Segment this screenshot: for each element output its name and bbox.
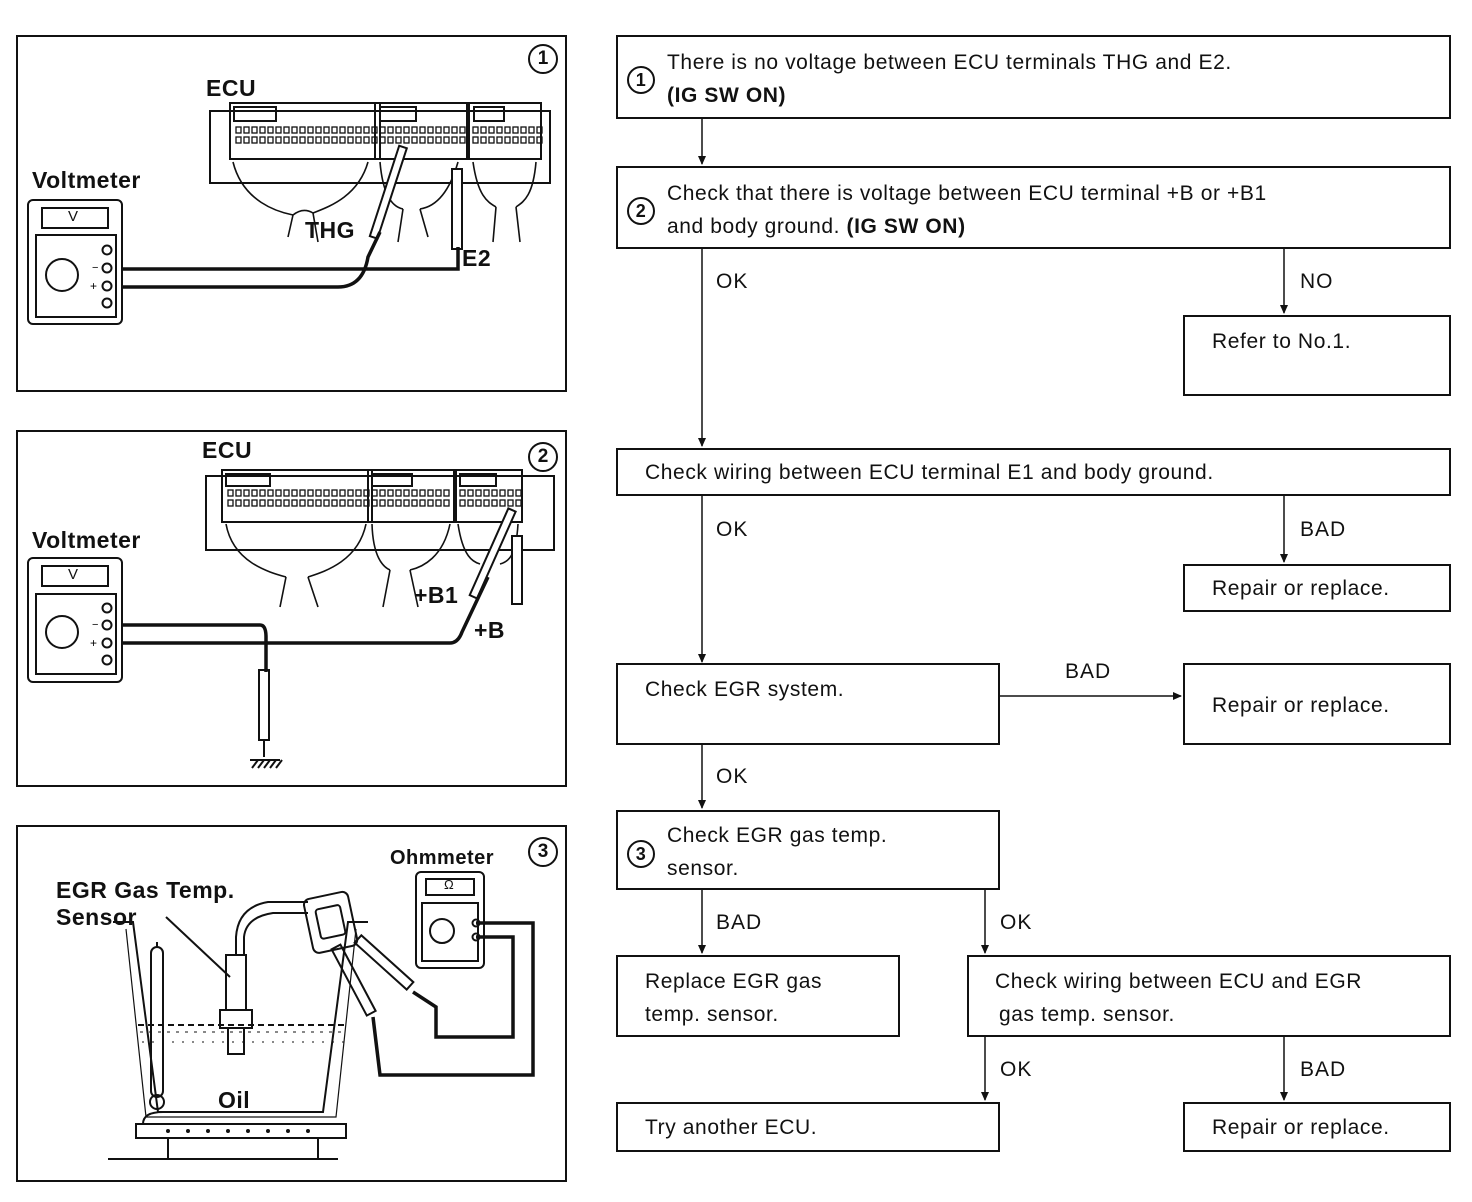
refer-box: Refer to No.1. <box>1183 315 1451 396</box>
repair-box-1: Repair or replace. <box>1183 564 1451 612</box>
no-label: NO <box>1300 270 1334 293</box>
panel-number-2: 2 <box>528 442 558 472</box>
meter-face-label: V <box>68 566 79 583</box>
bad-label: BAD <box>1300 518 1347 541</box>
svg-text:−: − <box>92 262 98 274</box>
wiring-egr-line2: gas temp. sensor. <box>999 1003 1175 1026</box>
sensor-label-line1: EGR Gas Temp. <box>56 877 235 903</box>
step-3-line2: sensor. <box>667 857 739 880</box>
step-number-1: 1 <box>627 66 655 94</box>
step-number-3: 3 <box>627 840 655 868</box>
step-number-2: 2 <box>627 197 655 225</box>
diagram-panel-2: − + 2 ECU Voltmeter V +B1 +B <box>16 430 567 787</box>
replace-sensor-line2: temp. sensor. <box>645 1003 779 1026</box>
try-ecu-box: Try another ECU. <box>616 1102 1000 1152</box>
wiring-egr-box: Check wiring between ECU and EGR gas tem… <box>967 955 1451 1037</box>
oil-label: Oil <box>218 1087 251 1113</box>
panel-number-1: 1 <box>528 44 558 74</box>
ok-label: OK <box>716 765 749 788</box>
svg-text:+: + <box>90 279 97 293</box>
step-2-box: 2 Check that there is voltage between EC… <box>616 166 1451 249</box>
bad-label: BAD <box>716 911 763 934</box>
replace-sensor-line1: Replace EGR gas <box>645 970 823 993</box>
wiring-e1-text: Check wiring between ECU terminal E1 and… <box>645 461 1214 484</box>
sensor-oil-test-illustration <box>108 871 535 1160</box>
sensor-label-line2: Sensor <box>56 904 137 930</box>
diagram-panel-1: − + 1 ECU Voltmeter V THG E2 <box>16 35 567 392</box>
repair-text-1: Repair or replace. <box>1212 577 1390 600</box>
step-1-box: 1 There is no voltage between ECU termin… <box>616 35 1451 119</box>
voltmeter-label: Voltmeter <box>32 527 141 553</box>
b-terminal-label: +B <box>474 617 506 643</box>
step-3-box: 3 Check EGR gas temp. sensor. <box>616 810 1000 890</box>
wiring-egr-line1: Check wiring between ECU and EGR <box>995 970 1363 993</box>
e2-terminal-label: E2 <box>462 245 492 271</box>
egr-system-box: Check EGR system. <box>616 663 1000 745</box>
try-ecu-text: Try another ECU. <box>645 1116 818 1139</box>
ecu-label: ECU <box>202 437 253 463</box>
egr-system-text: Check EGR system. <box>645 678 845 701</box>
voltmeter-label: Voltmeter <box>32 167 141 193</box>
panel-number-3: 3 <box>528 837 558 867</box>
ecu-voltmeter-illustration-2: − + <box>27 469 555 769</box>
ok-label: OK <box>716 270 749 293</box>
repair-text-2: Repair or replace. <box>1212 694 1390 717</box>
ecu-label: ECU <box>206 75 257 101</box>
step-2-line2-text: and body ground. <box>667 215 847 238</box>
replace-sensor-box: Replace EGR gas temp. sensor. <box>616 955 900 1037</box>
meter-face-label: V <box>68 208 79 225</box>
svg-text:+: + <box>90 636 97 650</box>
repair-text-3: Repair or replace. <box>1212 1116 1390 1139</box>
repair-box-3: Repair or replace. <box>1183 1102 1451 1152</box>
step-2-line2-condition: (IG SW ON) <box>846 215 966 238</box>
step-2-line1: Check that there is voltage between ECU … <box>667 182 1267 205</box>
bad-label: BAD <box>1300 1058 1347 1081</box>
diagram-panel-3: 3 Ohmmeter Ω EGR Gas Temp. Sensor Oil <box>16 825 567 1182</box>
ecu-voltmeter-illustration-1: − + <box>27 102 551 325</box>
ok-label: OK <box>716 518 749 541</box>
step-3-line1: Check EGR gas temp. <box>667 824 888 847</box>
step-2-line2: and body ground. (IG SW ON) <box>667 210 966 243</box>
bad-label: BAD <box>1065 660 1112 683</box>
repair-box-2: Repair or replace. <box>1183 663 1451 745</box>
ohm-face-label: Ω <box>444 877 454 892</box>
ok-label: OK <box>1000 1058 1033 1081</box>
svg-text:−: − <box>92 619 98 631</box>
step-1-line2: (IG SW ON) <box>667 84 787 107</box>
step-1-line1: There is no voltage between ECU terminal… <box>667 51 1232 74</box>
thg-terminal-label: THG <box>305 217 356 243</box>
wiring-e1-box: Check wiring between ECU terminal E1 and… <box>616 448 1451 496</box>
ohmmeter-label: Ohmmeter <box>390 847 495 869</box>
ok-label: OK <box>1000 911 1033 934</box>
b1-terminal-label: +B1 <box>414 582 459 608</box>
refer-text: Refer to No.1. <box>1212 330 1352 353</box>
